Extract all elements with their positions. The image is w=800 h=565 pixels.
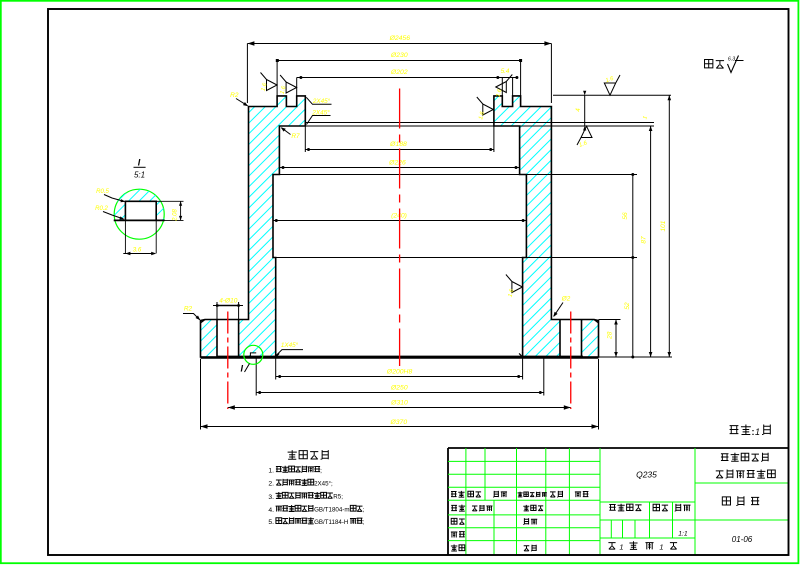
svg-text:1.6: 1.6 bbox=[605, 76, 615, 85]
svg-text:R0.5: R0.5 bbox=[96, 189, 109, 195]
svg-text:Ø2456: Ø2456 bbox=[389, 35, 411, 42]
svg-text:Ø310: Ø310 bbox=[390, 399, 408, 406]
svg-text:Ø226: Ø226 bbox=[388, 160, 406, 167]
svg-text:1.6: 1.6 bbox=[280, 85, 288, 95]
svg-text:87: 87 bbox=[640, 236, 647, 244]
svg-text:2.: 2. bbox=[268, 481, 274, 488]
svg-text:Ø230: Ø230 bbox=[390, 52, 408, 59]
svg-text:56: 56 bbox=[622, 212, 629, 220]
svg-text:1.6: 1.6 bbox=[478, 110, 486, 120]
svg-text:;: ; bbox=[320, 467, 322, 474]
svg-text:52: 52 bbox=[624, 302, 631, 310]
svg-text:4.: 4. bbox=[268, 507, 274, 514]
svg-text:Ø200H8: Ø200H8 bbox=[386, 368, 413, 375]
svg-text:I: I bbox=[241, 364, 244, 374]
svg-text:R2: R2 bbox=[230, 92, 239, 99]
svg-text:;: ; bbox=[362, 519, 364, 526]
svg-text:I: I bbox=[138, 158, 141, 168]
svg-text:Ø370: Ø370 bbox=[389, 419, 407, 426]
svg-text:1: 1 bbox=[619, 543, 623, 552]
svg-text:R0.2: R0.2 bbox=[95, 206, 108, 212]
svg-text:R5;: R5; bbox=[333, 493, 343, 500]
svg-text:Ø188: Ø188 bbox=[389, 141, 407, 148]
svg-text:1: 1 bbox=[642, 115, 649, 120]
svg-text:1:1: 1:1 bbox=[678, 531, 688, 538]
svg-text:3.6: 3.6 bbox=[133, 247, 142, 254]
svg-text:Q235: Q235 bbox=[636, 470, 657, 480]
svg-text:1.6: 1.6 bbox=[261, 82, 269, 92]
svg-text:5:1: 5:1 bbox=[134, 171, 145, 180]
svg-text:1: 1 bbox=[659, 543, 663, 552]
svg-text:01-06: 01-06 bbox=[732, 535, 753, 544]
svg-text:1.6: 1.6 bbox=[578, 140, 588, 149]
svg-text:2X45°: 2X45° bbox=[312, 97, 331, 105]
svg-text:;: ; bbox=[362, 507, 364, 514]
svg-text:GB/T1804-m: GB/T1804-m bbox=[314, 507, 349, 514]
svg-text:28: 28 bbox=[607, 331, 614, 340]
svg-text:Ø2: Ø2 bbox=[561, 296, 571, 303]
svg-text:5.4: 5.4 bbox=[501, 68, 510, 75]
svg-text:2.08: 2.08 bbox=[173, 209, 179, 222]
svg-text:4: 4 bbox=[575, 108, 582, 112]
svg-text:5.: 5. bbox=[268, 519, 274, 526]
svg-text:1.: 1. bbox=[268, 468, 274, 475]
svg-text:R2: R2 bbox=[184, 306, 193, 313]
svg-text:Ø250: Ø250 bbox=[390, 385, 408, 392]
svg-text:101: 101 bbox=[660, 220, 667, 231]
svg-text:R7: R7 bbox=[291, 133, 300, 140]
svg-text:2X45°;: 2X45°; bbox=[314, 480, 333, 487]
svg-text:4-Ø10: 4-Ø10 bbox=[219, 298, 237, 305]
svg-text:1.6: 1.6 bbox=[496, 88, 504, 98]
svg-text:1X45°: 1X45° bbox=[281, 341, 299, 349]
svg-text:2X45°: 2X45° bbox=[311, 108, 330, 116]
svg-text::: : bbox=[752, 427, 755, 437]
svg-text:6.3: 6.3 bbox=[728, 57, 735, 63]
svg-text:3.: 3. bbox=[268, 494, 274, 501]
svg-text:1: 1 bbox=[755, 427, 760, 437]
svg-text:GB/T1184-H: GB/T1184-H bbox=[314, 519, 348, 526]
svg-text:1.6: 1.6 bbox=[508, 288, 516, 298]
svg-text:Ø202: Ø202 bbox=[390, 69, 408, 76]
